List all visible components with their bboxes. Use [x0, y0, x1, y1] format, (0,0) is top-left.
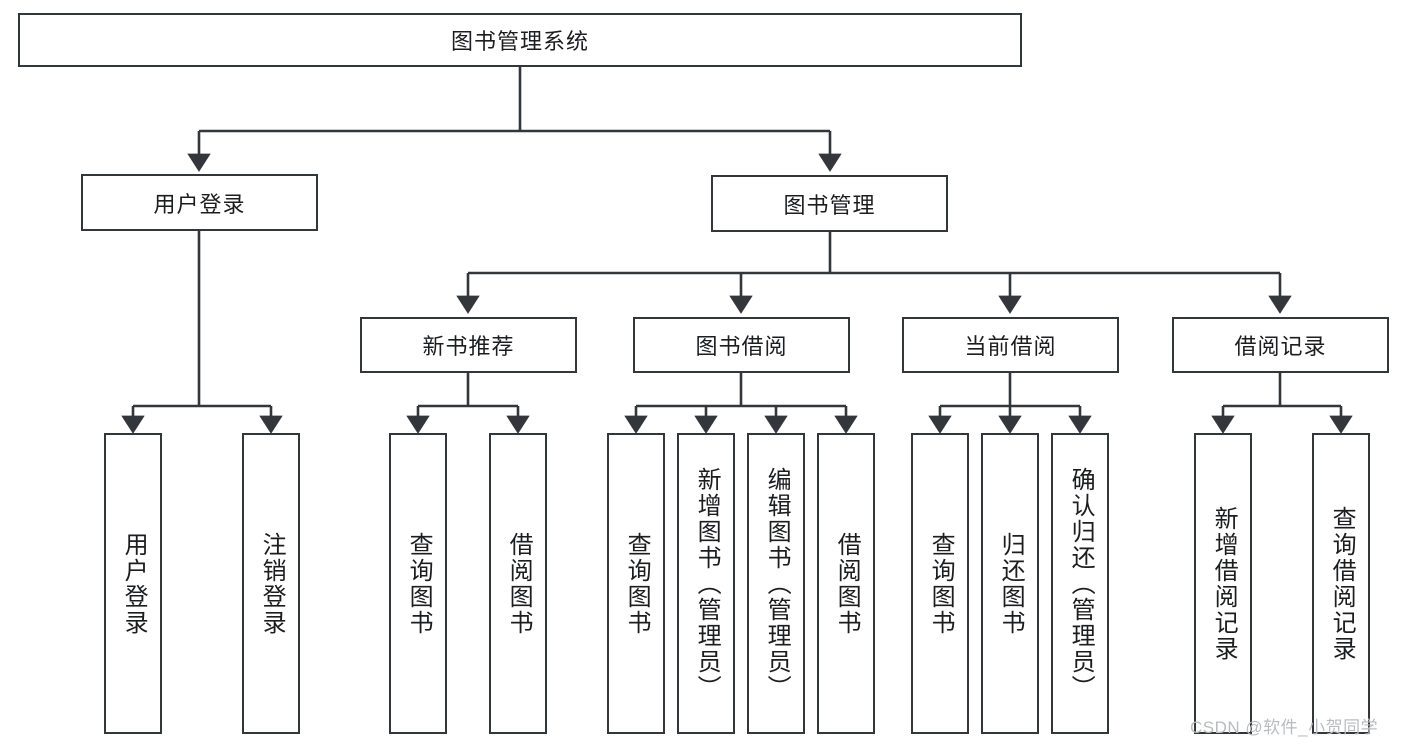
node-borrow-record[interactable]: 借阅记录 — [1172, 317, 1389, 373]
watermark-label: CSDN @软件_小贺同学 — [1190, 718, 1379, 737]
leaf-current-borrow-1-label: 查询图书 — [927, 531, 955, 636]
leaf-current-borrow-2[interactable]: 归还图书 — [981, 433, 1039, 734]
leaf-borrow-record-2[interactable]: 查询借阅记录 — [1312, 433, 1370, 734]
node-book-manage[interactable]: 图书管理 — [711, 175, 948, 232]
node-book-manage-label: 图书管理 — [783, 192, 876, 218]
node-new-book-recommend-label: 新书推荐 — [422, 334, 515, 359]
leaf-new-book-2[interactable]: 借阅图书 — [489, 433, 547, 734]
leaf-book-borrow-1-label: 查询图书 — [623, 531, 651, 636]
leaf-book-borrow-1[interactable]: 查询图书 — [607, 433, 665, 734]
leaf-new-book-2-label: 借阅图书 — [505, 531, 533, 636]
leaf-book-borrow-3-label: 编辑图书（管理员） — [763, 466, 791, 701]
leaf-book-borrow-2[interactable]: 新增图书（管理员） — [677, 433, 735, 734]
node-new-book-recommend[interactable]: 新书推荐 — [360, 317, 577, 373]
node-user-login[interactable]: 用户登录 — [81, 174, 318, 231]
leaf-current-borrow-1[interactable]: 查询图书 — [911, 433, 969, 734]
leaf-new-book-1[interactable]: 查询图书 — [389, 433, 447, 734]
node-borrow-record-label: 借阅记录 — [1234, 334, 1327, 359]
leaf-new-book-1-label: 查询图书 — [405, 531, 433, 636]
leaf-current-borrow-2-label: 归还图书 — [997, 531, 1025, 636]
node-root[interactable]: 图书管理系统 — [18, 13, 1022, 67]
node-current-borrow-label: 当前借阅 — [964, 334, 1057, 359]
leaf-user-login-1-label: 用户登录 — [120, 531, 148, 636]
leaf-user-login-1[interactable]: 用户登录 — [104, 433, 162, 734]
leaf-user-login-2-label: 注销登录 — [258, 531, 286, 636]
leaf-book-borrow-2-label: 新增图书（管理员） — [693, 466, 721, 701]
leaf-current-borrow-3-label: 确认归还（管理员） — [1067, 466, 1095, 701]
leaf-user-login-2[interactable]: 注销登录 — [242, 433, 300, 734]
node-current-borrow[interactable]: 当前借阅 — [902, 317, 1119, 373]
leaf-borrow-record-2-label: 查询借阅记录 — [1328, 505, 1356, 662]
leaf-book-borrow-4[interactable]: 借阅图书 — [817, 433, 875, 734]
node-root-label: 图书管理系统 — [450, 29, 589, 54]
leaf-borrow-record-1-label: 新增借阅记录 — [1210, 505, 1238, 662]
node-book-borrow[interactable]: 图书借阅 — [633, 317, 850, 373]
leaf-borrow-record-1[interactable]: 新增借阅记录 — [1194, 433, 1252, 734]
leaf-current-borrow-3[interactable]: 确认归还（管理员） — [1051, 433, 1109, 734]
leaf-book-borrow-4-label: 借阅图书 — [833, 531, 861, 636]
node-user-login-label: 用户登录 — [153, 191, 246, 217]
node-book-borrow-label: 图书借阅 — [695, 334, 788, 359]
leaf-book-borrow-3[interactable]: 编辑图书（管理员） — [747, 433, 805, 734]
